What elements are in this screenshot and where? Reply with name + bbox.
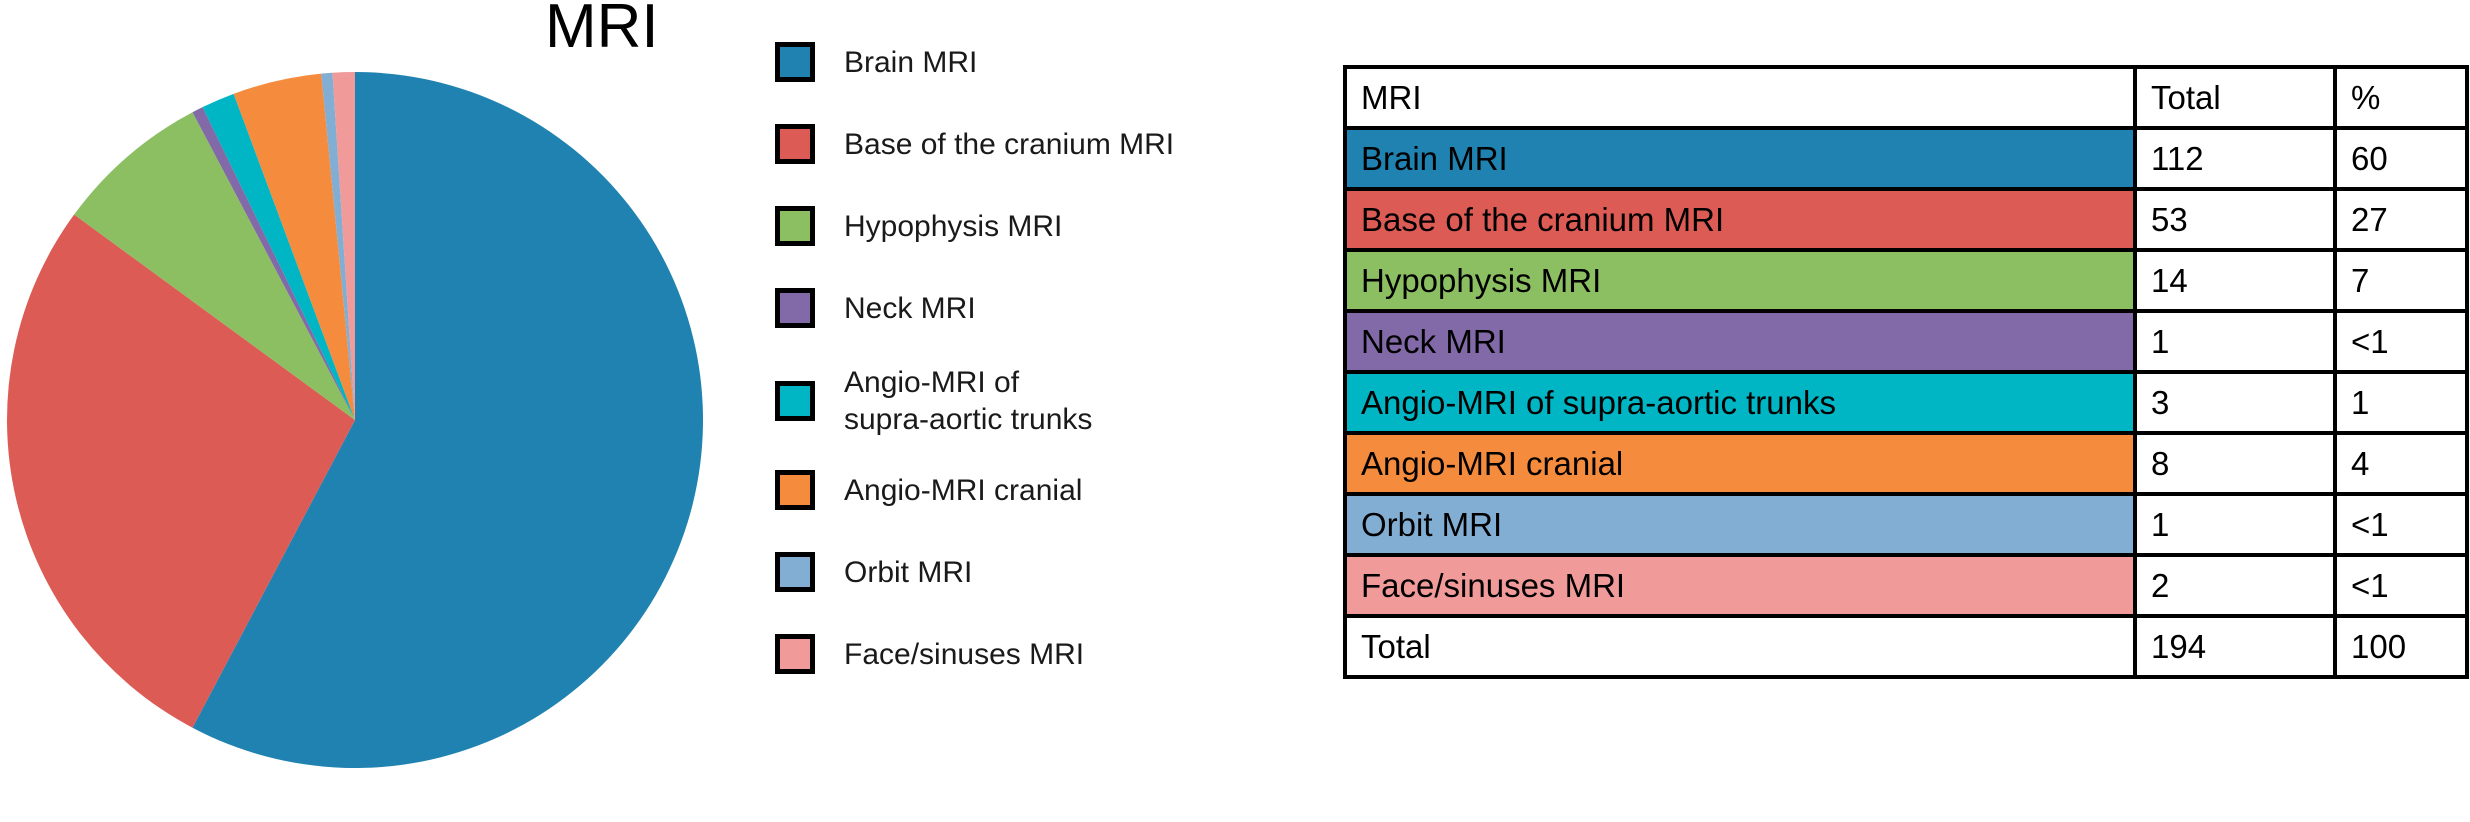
- legend-item[interactable]: Brain MRI: [775, 42, 977, 82]
- cell-percent: <1: [2333, 492, 2469, 557]
- header-cell-mri: MRI: [1343, 65, 2137, 130]
- cell-percent: 1: [2333, 370, 2469, 435]
- legend-item-label: Angio-MRI cranial: [844, 473, 1083, 507]
- pie-slice: [233, 73, 355, 420]
- legend-item[interactable]: Angio-MRI cranial: [775, 470, 1082, 510]
- cell-total: 53: [2133, 187, 2337, 252]
- pie-slice: [332, 72, 355, 420]
- cell-label: Angio-MRI cranial: [1343, 431, 2137, 496]
- header-cell-pct: %: [2333, 65, 2469, 130]
- cell-percent: <1: [2333, 309, 2469, 374]
- legend-item[interactable]: Hypophysis MRI: [775, 206, 1062, 246]
- pie-slice: [192, 72, 704, 768]
- pie-slice: [7, 214, 356, 728]
- legend-item[interactable]: Angio-MRI of supra-aortic trunks: [775, 364, 1092, 438]
- legend-item-label: Brain MRI: [844, 45, 978, 79]
- legend-item-label: Base of the cranium MRI: [844, 127, 1175, 161]
- legend-color-swatch: [775, 206, 815, 246]
- pie-slice: [321, 72, 355, 420]
- pie-slice: [74, 112, 355, 420]
- cell-percent: <1: [2333, 553, 2469, 618]
- legend-item[interactable]: Base of the cranium MRI: [775, 124, 1174, 164]
- cell-total: 1: [2133, 309, 2337, 374]
- legend-item-label: Face/sinuses MRI: [844, 637, 1085, 671]
- legend-item-label: Hypophysis MRI: [844, 209, 1063, 243]
- pie-chart-panel: [0, 0, 760, 822]
- cell-total-percent: 100: [2333, 614, 2469, 679]
- cell-percent: 27: [2333, 187, 2469, 252]
- cell-total: 8: [2133, 431, 2337, 496]
- table-header-row: MRI Total %: [1343, 65, 2469, 130]
- legend-item-label: Angio-MRI of supra-aortic trunks: [844, 366, 1093, 436]
- legend-color-swatch: [775, 470, 815, 510]
- legend-color-swatch: [775, 634, 815, 674]
- pie-slice: [202, 93, 355, 420]
- legend-item[interactable]: Orbit MRI: [775, 552, 972, 592]
- legend-color-swatch: [775, 124, 815, 164]
- cell-total-value: 194: [2133, 614, 2337, 679]
- cell-percent: 60: [2333, 126, 2469, 191]
- cell-label: Angio-MRI of supra-aortic trunks: [1343, 370, 2137, 435]
- cell-label: Orbit MRI: [1343, 492, 2137, 557]
- cell-total: 3: [2133, 370, 2337, 435]
- legend-item[interactable]: Face/sinuses MRI: [775, 634, 1084, 674]
- cell-label: Brain MRI: [1343, 126, 2137, 191]
- chart-legend: Brain MRI Base of the cranium MRI Hypophys…: [775, 24, 1335, 814]
- cell-percent: 4: [2333, 431, 2469, 496]
- pie-slices: [7, 72, 704, 768]
- cell-total: 2: [2133, 553, 2337, 618]
- cell-percent: 7: [2333, 248, 2469, 313]
- cell-label: Hypophysis MRI: [1343, 248, 2137, 313]
- legend-item-label: Neck MRI: [844, 291, 976, 325]
- cell-total-label: Total: [1343, 614, 2137, 679]
- legend-item-label: Orbit MRI: [844, 555, 973, 589]
- legend-item[interactable]: Neck MRI: [775, 288, 976, 328]
- legend-color-swatch: [775, 552, 815, 592]
- pie-slice: [192, 107, 355, 420]
- chart-title: MRI: [545, 0, 659, 61]
- cell-total: 112: [2133, 126, 2337, 191]
- legend-color-swatch: [775, 381, 815, 421]
- header-cell-total: Total: [2133, 65, 2337, 130]
- cell-label: Base of the cranium MRI: [1343, 187, 2137, 252]
- cell-total: 1: [2133, 492, 2337, 557]
- cell-total: 14: [2133, 248, 2337, 313]
- pie-chart: [7, 72, 704, 768]
- legend-color-swatch: [775, 288, 815, 328]
- legend-color-swatch: [775, 42, 815, 82]
- cell-label: Neck MRI: [1343, 309, 2137, 374]
- cell-label: Face/sinuses MRI: [1343, 553, 2137, 618]
